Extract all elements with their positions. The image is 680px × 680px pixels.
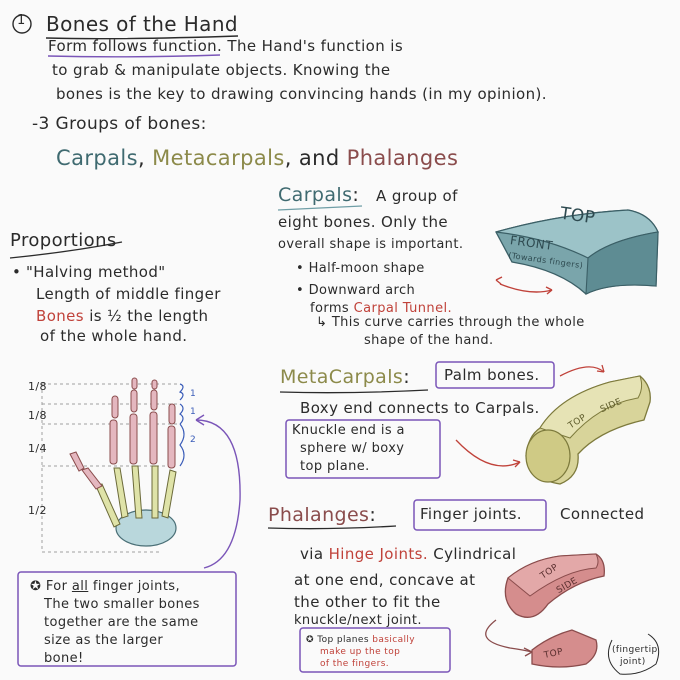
finger-note-line-5: bone! [44,650,84,668]
palm-bones-label: Palm bones. [444,365,540,386]
phalanges-cylindrical: Cylindrical [433,545,516,563]
top-planes-basically: basically [372,635,415,645]
intro-line-1: Form follows function. The Hand's functi… [48,36,403,57]
finger-joints-label: Finger joints. [420,504,522,525]
top-planes-line-2: make up the top [320,646,400,658]
intro-rest: The Hand's function is [227,37,403,55]
top-planes-lead: Top planes [317,635,369,645]
ratio-label: 1/8 [28,409,47,423]
carpals-arrow-note-2: shape of the hand. [364,332,494,350]
phalanges-line-1: via Hinge Joints. Cylindrical [300,544,516,565]
bones-word: Bones [36,307,84,325]
groups-list: Carpals, Metacarpals, and Phalanges [56,146,458,170]
metacarpals-box-line-2: sphere w/ boxy [300,440,404,458]
finger-note-lead: For [46,579,68,594]
star-icon: ✪ [306,635,314,645]
phalanges-title: Phalanges [268,504,369,526]
finger-note-line-4: size as the larger [44,632,163,650]
carpals-line-1: A group of [376,186,458,207]
proportions-line-1: "Halving method" [26,262,166,283]
top-planes-line-3: of the fingers. [320,658,389,670]
carpals-bullet-1: • Half-moon shape [296,260,425,278]
finger-note-line-2: The two smaller bones [44,596,200,614]
phalanges-after-box: Connected [560,504,644,525]
group-and: and [299,146,340,170]
hand-skeleton-illustration [42,378,240,568]
hinge-joints-term: Hinge Joints. [329,545,428,563]
intro-lead: Form follows function. [48,37,222,55]
bracket-label: 2 [190,434,196,446]
top-planes-line-1: ✪ Top planes basically [306,634,415,646]
group-carpals: Carpals [56,146,138,170]
section-number: 1 [17,13,26,28]
finger-note-line-3: together are the same [44,614,199,632]
phalanges-line-3: the other to fit the [294,592,441,613]
intro-line-2: to grab & manipulate objects. Knowing th… [52,60,391,81]
group-comma-2: , [285,146,292,170]
finger-note-rest: finger joints, [93,579,180,594]
bracket-label: 1 [190,406,196,418]
group-phalanges: Phalanges [347,146,459,170]
carpals-arrow-note-1: ↳ This curve carries through the whole [316,314,585,332]
metacarpals-line-1: Boxy end connects to Carpals. [300,398,540,419]
intro-line-3: bones is the key to drawing convincing h… [56,84,547,105]
metacarpals-box-line-3: top plane. [300,458,370,476]
phalanges-underline [268,526,396,529]
proportions-bullet: • [12,262,21,283]
group-metacarpals: Metacarpals [152,146,285,170]
proportions-line-4: of the whole hand. [40,326,187,347]
phalanges-colon: : [369,504,376,526]
finger-note-all: all [72,579,88,594]
finger-note-line-1: ✪ For all finger joints, [30,578,180,596]
proportions-line-3-rest: is ½ the length [89,307,208,325]
carpals-line-2: eight bones. Only the [278,212,448,233]
carpals-title: Carpals [278,184,352,206]
proportions-title: Proportions [10,230,117,251]
carpals-heading: Carpals: [278,184,359,206]
phalanges-via: via [300,545,323,563]
carpals-colon: : [352,184,359,206]
bracket-label: 1 [190,388,196,400]
phalanges-heading: Phalanges: [268,504,376,526]
ratio-label: 1/2 [28,504,47,518]
fingertip-label-2: joint) [620,656,646,668]
carpals-line-3: overall shape is important. [278,236,463,254]
metacarpals-title: MetaCarpals [280,366,403,388]
metacarpals-underline [280,390,428,393]
ratio-label: 1/4 [28,442,47,456]
phalanges-line-2: at one end, concave at [294,570,475,591]
page-title: Bones of the Hand [46,12,238,36]
group-comma: , [138,146,145,170]
star-icon: ✪ [30,579,41,594]
carpals-underline [278,206,362,210]
ratio-label: 1/8 [28,380,47,394]
carpals-bullet-2: • Downward arch [296,282,415,300]
metacarpals-heading: MetaCarpals: [280,366,410,388]
proportions-line-2: Length of middle finger [36,284,221,305]
phalanges-line-4: knuckle/next joint. [294,612,422,630]
metacarpals-box-line-1: Knuckle end is a [292,422,405,440]
fingertip-label-1: (fingertip [612,644,658,656]
metacarpals-colon: : [403,366,410,388]
proportions-line-3: Bones is ½ the length [36,306,208,327]
groups-line: -3 Groups of bones: [32,114,207,134]
